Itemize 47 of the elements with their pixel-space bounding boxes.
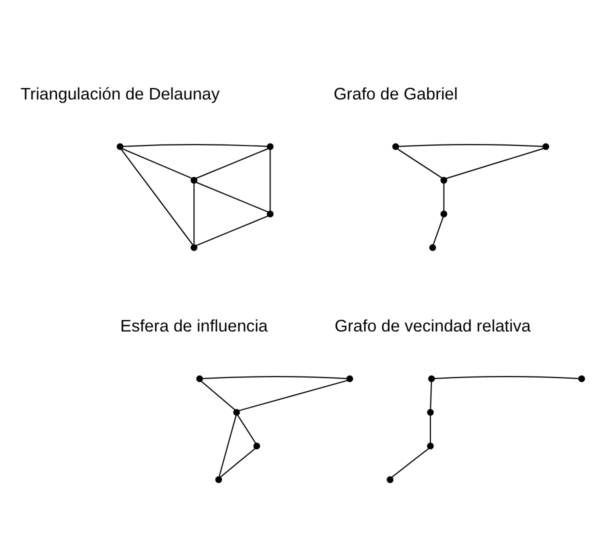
connector bbox=[122, 148, 192, 178]
connector bbox=[196, 148, 268, 178]
connector bbox=[122, 143, 268, 147]
node-circle bbox=[386, 476, 394, 483]
node-circle bbox=[440, 210, 448, 217]
connector bbox=[200, 380, 236, 410]
connector bbox=[196, 214, 268, 246]
node-circle bbox=[578, 374, 586, 382]
connector bbox=[398, 143, 543, 147]
node-circle bbox=[190, 176, 198, 184]
connector bbox=[443, 182, 444, 211]
connector bbox=[237, 414, 256, 444]
node-circle bbox=[542, 142, 550, 150]
connector bbox=[397, 148, 442, 178]
node-circle bbox=[392, 142, 400, 150]
node-circle bbox=[440, 176, 448, 184]
node-circle bbox=[427, 408, 434, 416]
label: Grafo de vecindad relativa bbox=[334, 316, 531, 336]
label: Esfera de influencia bbox=[120, 316, 268, 336]
node-circle bbox=[428, 374, 435, 382]
node-circle bbox=[346, 374, 354, 382]
connector bbox=[270, 149, 271, 211]
connector bbox=[202, 376, 347, 379]
connector bbox=[434, 376, 579, 379]
node-circle bbox=[253, 442, 260, 449]
connector bbox=[238, 379, 348, 411]
connector bbox=[430, 381, 432, 409]
node-circle bbox=[266, 142, 274, 150]
connector bbox=[120, 148, 194, 245]
node-circle bbox=[190, 244, 198, 250]
connector bbox=[220, 448, 256, 478]
connector bbox=[196, 181, 268, 212]
connector bbox=[391, 448, 430, 478]
label: Triangulación de Delaunay bbox=[20, 84, 220, 104]
label: Grafo de Gabriel bbox=[334, 84, 458, 104]
node-circle bbox=[215, 476, 222, 483]
node-circle bbox=[116, 142, 124, 150]
connector bbox=[432, 216, 444, 244]
connector bbox=[218, 415, 237, 476]
node-circle bbox=[427, 442, 434, 449]
node-circle bbox=[233, 408, 240, 416]
node-circle bbox=[196, 374, 203, 382]
node-circle bbox=[266, 210, 274, 217]
connector bbox=[446, 148, 544, 178]
node-circle bbox=[429, 244, 436, 250]
connector bbox=[193, 183, 195, 244]
connector bbox=[430, 415, 431, 443]
